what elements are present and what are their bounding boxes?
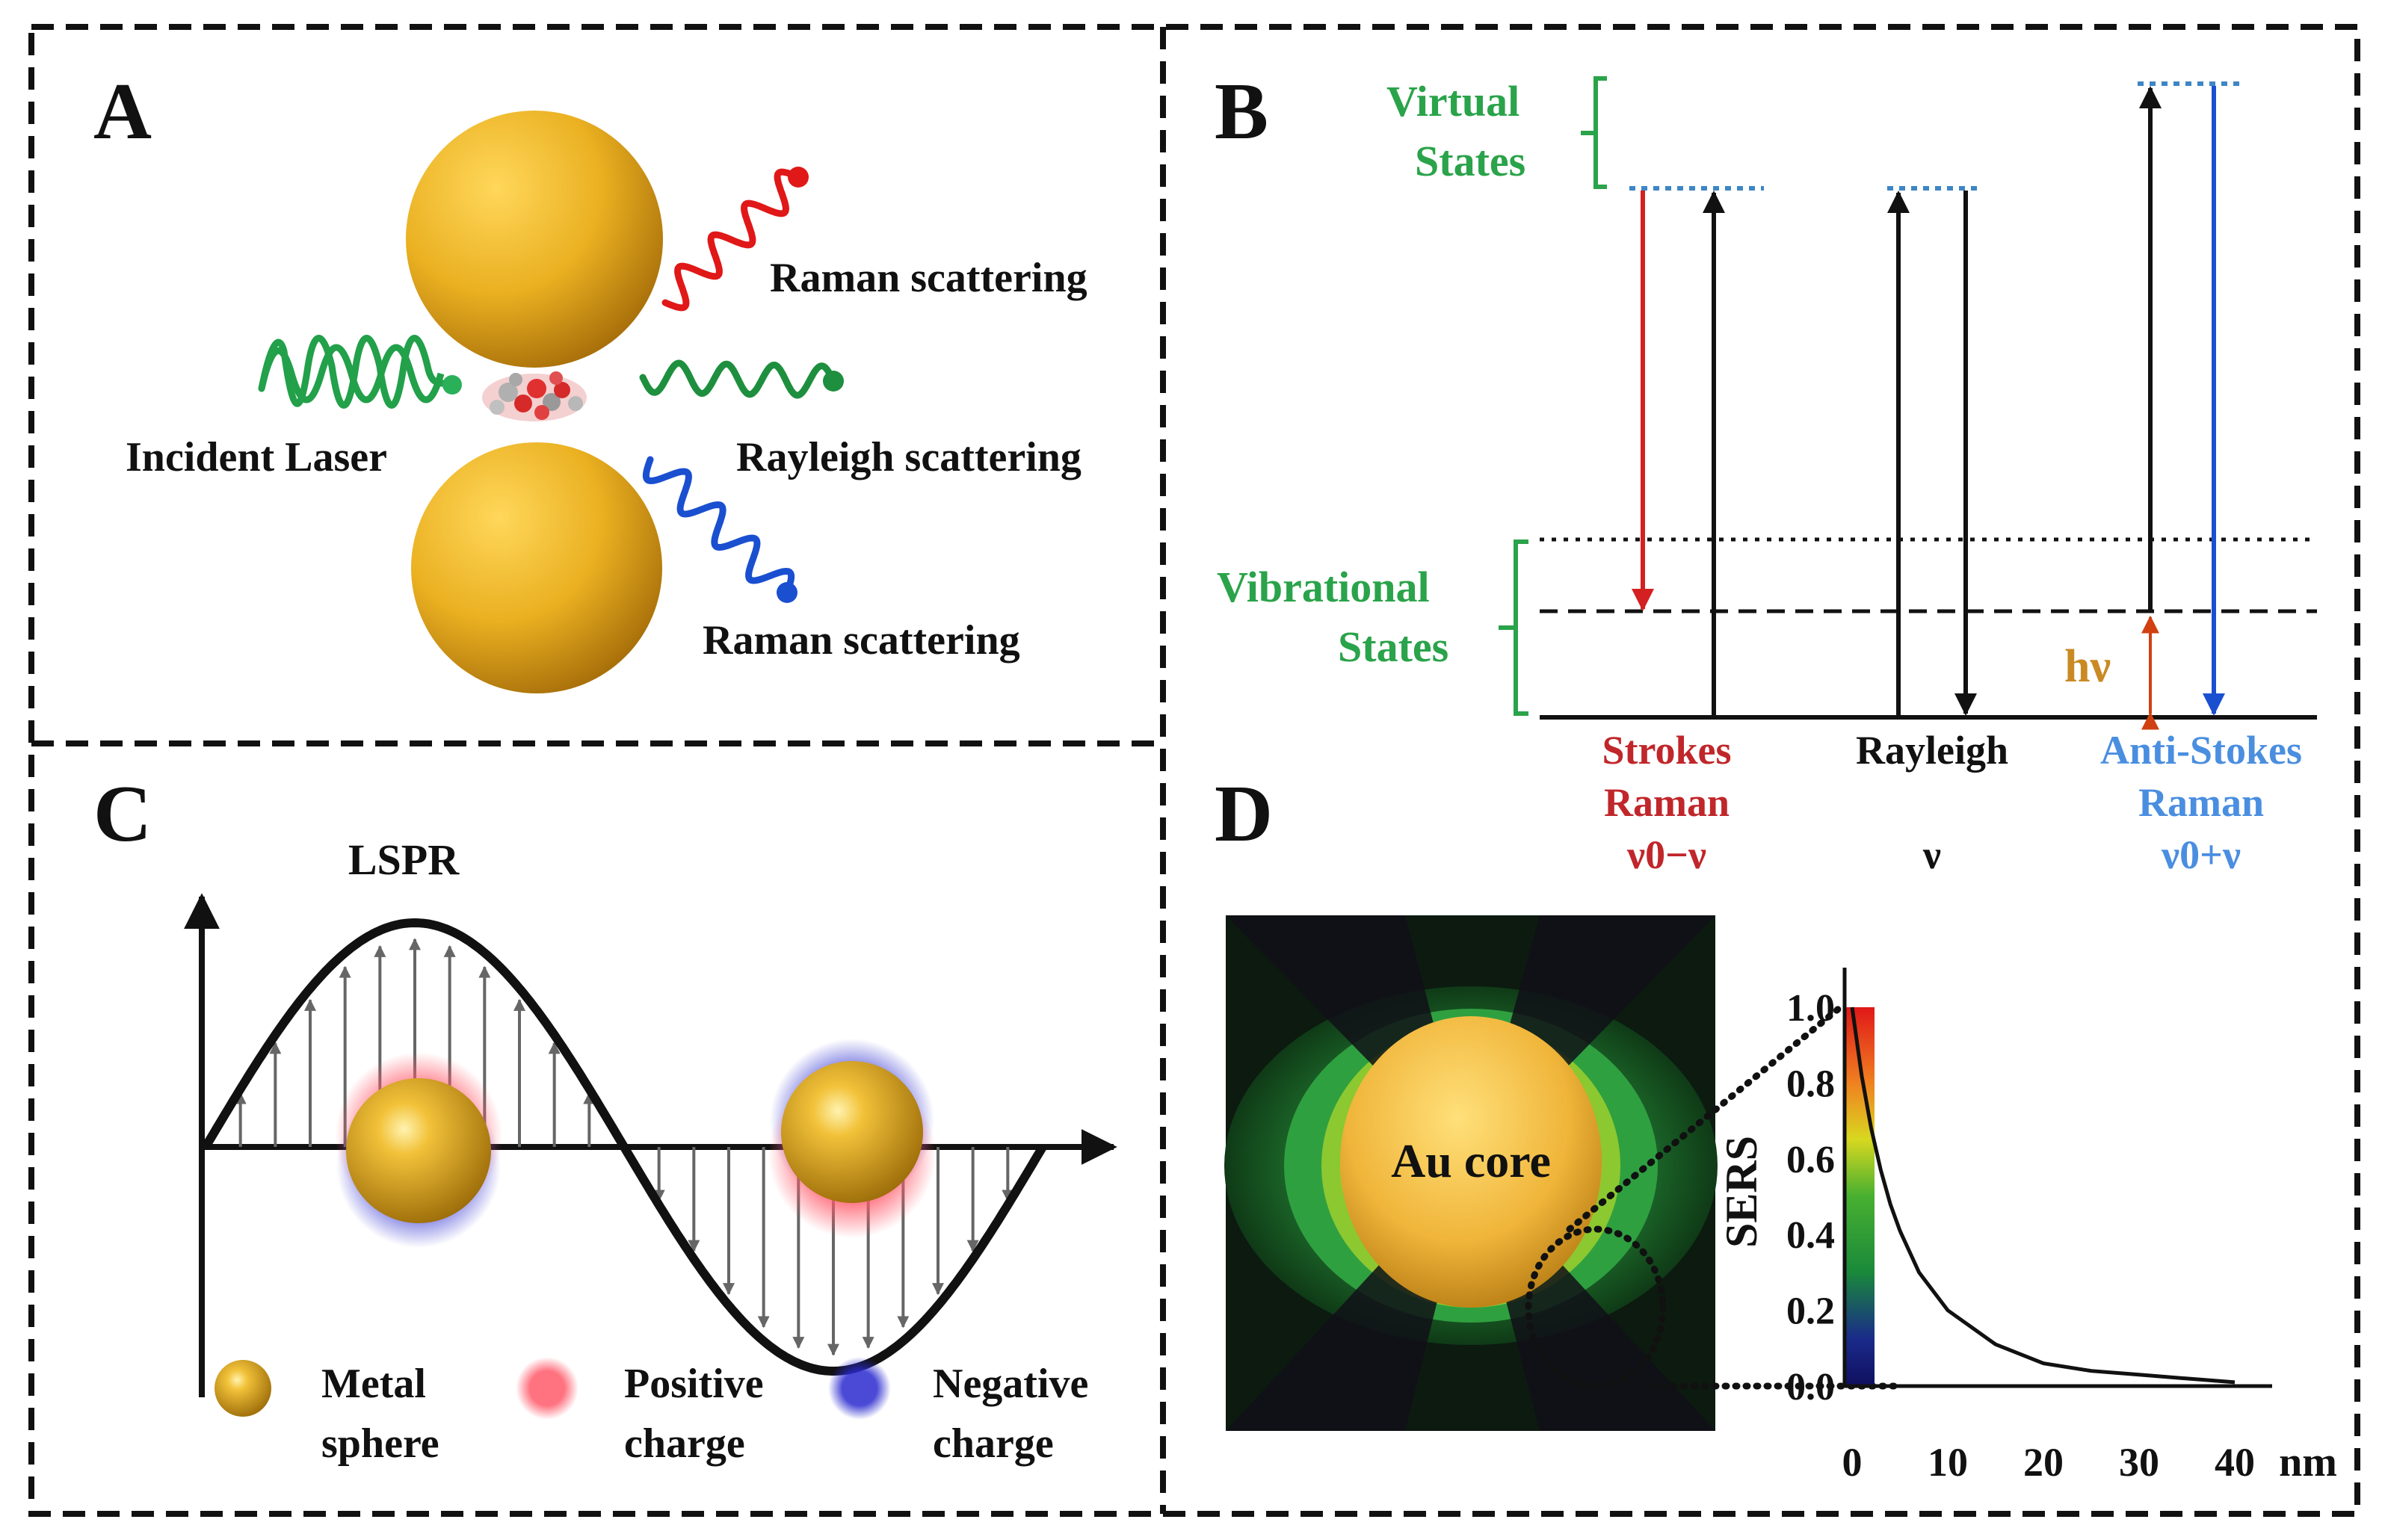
raman-wave-top-line bbox=[661, 168, 802, 312]
incident-laser-wave-path bbox=[258, 335, 456, 409]
sers-ytick-label: 0.6 bbox=[1786, 1139, 1835, 1181]
legend-positive-line2: charge bbox=[624, 1420, 745, 1467]
label-lspr: LSPR bbox=[348, 835, 460, 884]
legend-negative-line1: Negative bbox=[933, 1361, 1088, 1407]
metal-sphere-1 bbox=[335, 1052, 502, 1248]
label-virtual-line1: Virtual bbox=[1386, 77, 1519, 126]
gold-sphere-top bbox=[406, 111, 663, 368]
label-raman-bottom: Raman scattering bbox=[703, 617, 1020, 664]
sers-ytick-label: 0.4 bbox=[1786, 1214, 1835, 1257]
legend-positive-line1: Positive bbox=[624, 1361, 764, 1407]
label-antistokes-line1: Anti-Stokes bbox=[2100, 728, 2302, 773]
sers-x-ticks: 0 10 20 30 40 bbox=[1842, 1440, 2256, 1485]
zoom-ellipse bbox=[1525, 1225, 1667, 1390]
panel-d-letter: D bbox=[1215, 770, 1273, 859]
rayleigh-wave bbox=[639, 359, 837, 399]
label-strokes-line1: Strokes bbox=[1602, 728, 1731, 773]
sers-xtick-label: 40 bbox=[2215, 1440, 2255, 1485]
gold-sphere-bottom bbox=[411, 442, 662, 693]
panel-c: C LSPR Metal sphere Positive charge Nega… bbox=[93, 770, 1117, 1467]
sers-y-ticks: 1.0 0.8 0.6 0.4 0.2 0.0 bbox=[1786, 987, 1835, 1408]
sers-ytick-label: 0.2 bbox=[1786, 1290, 1835, 1333]
label-incident-laser: Incident Laser bbox=[126, 434, 387, 480]
label-rayleigh: Rayleigh scattering bbox=[736, 434, 1082, 480]
virtual-bracket bbox=[1581, 76, 1607, 189]
label-virtual-line2: States bbox=[1415, 137, 1525, 185]
sers-ylabel: SERS bbox=[1717, 1136, 1766, 1248]
sers-xtick-label: 30 bbox=[2119, 1440, 2159, 1485]
panel-c-letter: C bbox=[93, 770, 152, 859]
panel-a: A Raman scatterin bbox=[93, 67, 1087, 693]
sers-xtick-label: 10 bbox=[1928, 1440, 1968, 1485]
panel-b: B Virtual States Vibrational States hν S… bbox=[1215, 67, 2317, 877]
label-raman-top: Raman scattering bbox=[770, 255, 1087, 301]
raman-top-dot bbox=[788, 167, 809, 188]
lspr-sine-curve bbox=[201, 918, 1047, 1376]
outer-frame bbox=[28, 24, 2360, 1517]
sers-xunit: nm bbox=[2279, 1439, 2337, 1485]
label-antistokes-line2: Raman bbox=[2138, 780, 2264, 825]
panel-d: D Au core 1.0 0.8 0.6 0.4 0.2 0.0 0 10 20 30 40 bbox=[1215, 770, 2337, 1485]
label-au-core: Au core bbox=[1391, 1134, 1551, 1187]
sers-xtick-label: 20 bbox=[2023, 1440, 2064, 1485]
sers-xtick-label: 0 bbox=[1842, 1440, 1863, 1485]
raman-wave-bottom bbox=[642, 456, 795, 596]
label-antistokes-freq: ν0+ν bbox=[2161, 832, 2241, 877]
sers-ytick-label: 0.8 bbox=[1786, 1063, 1835, 1105]
legend-negative-line2: charge bbox=[933, 1420, 1054, 1467]
legend-positive-icon bbox=[516, 1357, 578, 1420]
molecule-cluster bbox=[482, 371, 587, 421]
zoom-line-top bbox=[1566, 1005, 1842, 1233]
legend-negative-icon bbox=[828, 1357, 891, 1420]
legend-metal-line1: Metal bbox=[321, 1361, 426, 1407]
legend-metal-line2: sphere bbox=[321, 1420, 439, 1467]
label-vibrational-line1: Vibrational bbox=[1217, 563, 1430, 611]
sers-decay-curve bbox=[1850, 1006, 2236, 1385]
label-hv: hν bbox=[2064, 641, 2111, 692]
panel-b-letter: B bbox=[1215, 67, 1268, 156]
sers-ytick-label: 1.0 bbox=[1786, 987, 1835, 1030]
panel-a-letter: A bbox=[93, 67, 152, 156]
sers-ytick-label: 0.0 bbox=[1786, 1366, 1835, 1408]
raman-bottom-dot bbox=[777, 582, 797, 603]
vibrational-bracket bbox=[1499, 539, 1528, 716]
metal-sphere-2 bbox=[768, 1039, 936, 1238]
rayleigh-dot bbox=[823, 371, 844, 392]
legend-metal-icon bbox=[215, 1360, 271, 1417]
incident-laser-dot bbox=[442, 375, 462, 395]
label-rayleigh-freq: ν bbox=[1922, 832, 1941, 877]
label-strokes-freq: ν0−ν bbox=[1626, 832, 1706, 877]
sers-chart: 1.0 0.8 0.6 0.4 0.2 0.0 0 10 20 30 40 SERS nm bbox=[1717, 968, 2337, 1485]
label-vibrational-line2: States bbox=[1338, 622, 1448, 671]
label-rayleigh-b: Rayleigh bbox=[1856, 728, 2008, 773]
label-strokes-line2: Raman bbox=[1604, 780, 1730, 825]
